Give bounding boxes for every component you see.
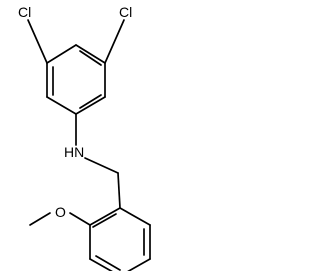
aryl-o-bond (69, 212, 91, 226)
bond (119, 207, 151, 226)
bond (75, 96, 106, 115)
bond (46, 96, 77, 115)
chlorine-left-label: Cl (18, 4, 31, 20)
ch2-aryl-bond (117, 172, 121, 209)
bond (79, 94, 102, 109)
bond (89, 207, 121, 226)
n-ch2-bond (84, 157, 119, 174)
bond (75, 44, 106, 64)
bond (95, 255, 121, 271)
dichlorophenyl-ring (46, 44, 106, 115)
methoxy-oxygen-label: O (55, 204, 66, 220)
bond (79, 50, 102, 66)
cl-right-bond (104, 19, 125, 64)
bond (46, 44, 77, 64)
bond (127, 258, 151, 271)
amine-nh-label: HN (64, 144, 84, 160)
bond (92, 213, 117, 228)
chlorine-right-label: Cl (119, 4, 132, 20)
bond (89, 258, 113, 271)
cl-left-bond (27, 19, 48, 64)
methoxyphenyl-ring (89, 207, 151, 271)
o-methyl-bond (29, 212, 51, 226)
chemical-structure-diagram: Cl Cl HN O (18, 4, 151, 271)
